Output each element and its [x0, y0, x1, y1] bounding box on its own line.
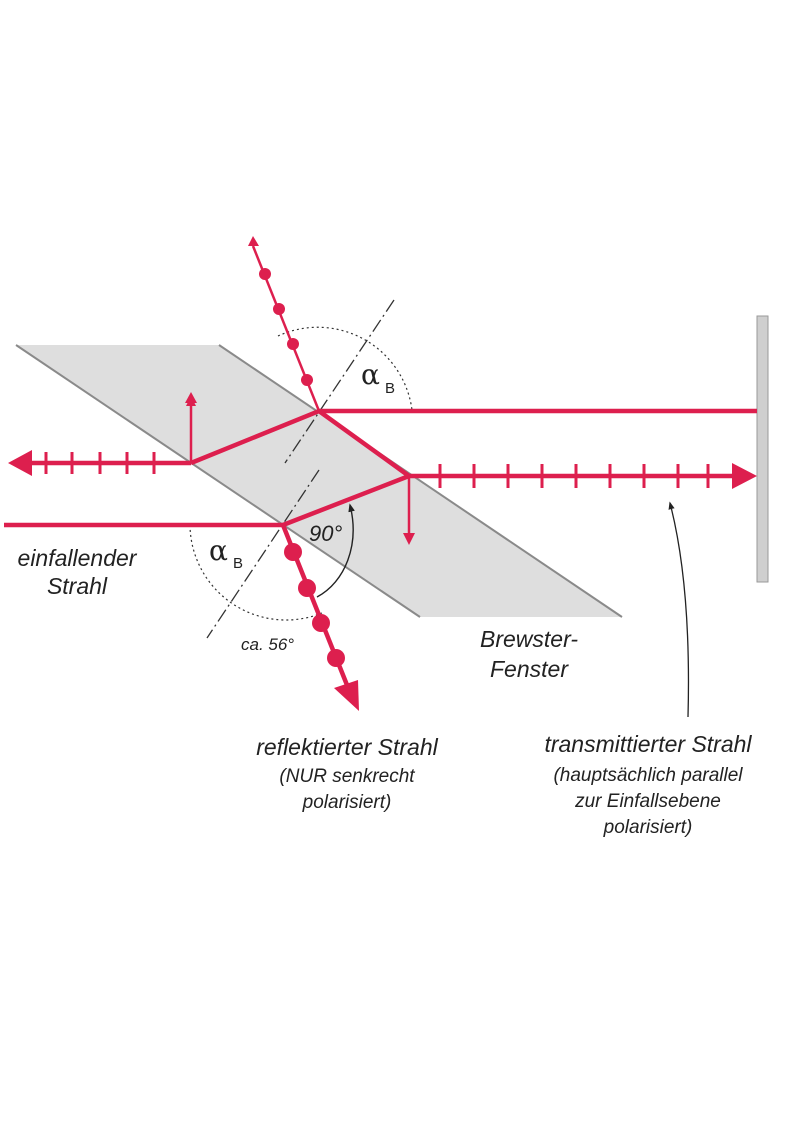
screen: [756, 315, 769, 583]
window-label-2: Fenster: [490, 656, 569, 682]
angle-label-top-sub: B: [385, 380, 395, 397]
angle-label-top: α: [361, 358, 380, 391]
transmitted-pointer: [668, 501, 690, 718]
reflected-dots: [284, 543, 345, 667]
angle-arc-bottom: [189, 524, 323, 621]
left-exit-arrowhead: [8, 450, 32, 476]
left-exit-ticks: [44, 452, 156, 474]
angle-label-bottom-sub: B: [233, 555, 243, 572]
brewster-window: [16, 345, 622, 617]
transmitted-label-4: polarisiert): [603, 817, 693, 838]
right-angle-label: 90°: [309, 521, 342, 546]
normal-line-bottom: [206, 469, 320, 639]
window-edge-bottom: [218, 344, 623, 618]
reflected-label-2: (NUR senkrecht: [279, 766, 415, 787]
polarization-vector-down-head: [403, 533, 415, 545]
transmitted-label-2: (hauptsächlich parallel: [553, 765, 743, 786]
reflected-label-1: reflektierter Strahl: [256, 734, 438, 760]
upper-reflected-arrowhead: [248, 236, 259, 246]
approx-angle-label: ca. 56°: [241, 635, 294, 654]
angle-label-bottom: α: [209, 534, 228, 567]
right-angle-arc: [316, 503, 355, 598]
reflected-arrowhead: [334, 680, 359, 711]
transmitted-label-3: zur Einfallsebene: [574, 791, 721, 812]
reflected-label-3: polarisiert): [302, 792, 392, 813]
incident-label-1: einfallender: [18, 545, 138, 571]
transmitted-label-1: transmittierter Strahl: [544, 731, 752, 757]
transmitted-ticks: [438, 464, 710, 488]
incident-label-2: Strahl: [47, 573, 108, 599]
window-edge-top: [15, 344, 421, 618]
refracted-beam-lower: [282, 473, 410, 528]
upper-reflected-dots: [259, 268, 313, 386]
polarization-vector-up-head: [185, 392, 197, 403]
window-label-1: Brewster-: [480, 626, 578, 652]
normal-line-top: [284, 299, 395, 464]
transmitted-arrowhead: [732, 463, 757, 489]
